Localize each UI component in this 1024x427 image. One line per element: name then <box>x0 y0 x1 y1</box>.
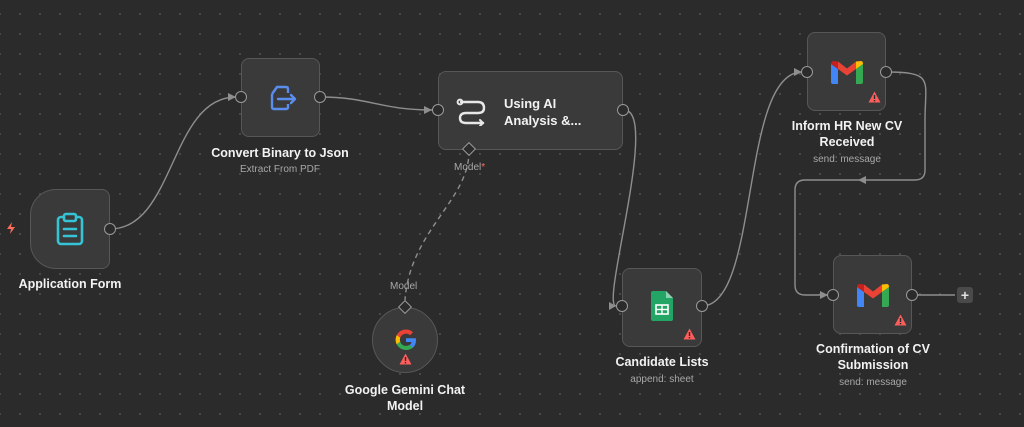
convert-binary-node[interactable] <box>241 58 320 137</box>
inform-hr-output-port[interactable] <box>880 66 892 78</box>
gemini-title-line1: Google Gemini Chat <box>344 383 466 397</box>
inform-hr-title-line1: Inform HR New CV <box>791 119 903 133</box>
warning-icon <box>683 328 696 340</box>
agent-route-icon <box>456 98 486 126</box>
ai-analysis-output-port[interactable] <box>617 104 629 116</box>
gmail-icon <box>857 284 889 307</box>
gemini-model-label: Model <box>390 281 418 292</box>
application-form-node[interactable] <box>30 189 110 269</box>
warning-icon <box>894 314 907 326</box>
file-export-icon <box>270 85 297 111</box>
edge-form-to-convert <box>109 96 237 230</box>
inform-hr-subtitle: send: message <box>813 154 881 165</box>
inform-hr-node[interactable] <box>807 32 886 111</box>
gmail-icon <box>831 61 863 84</box>
confirmation-node[interactable] <box>833 255 912 334</box>
convert-binary-output-port[interactable] <box>314 91 326 103</box>
candidate-lists-title: Candidate Lists <box>615 355 709 369</box>
candidate-lists-input-port[interactable] <box>616 300 628 312</box>
google-sheets-icon <box>651 291 673 321</box>
convert-binary-subtitle: Extract From PDF <box>239 164 320 175</box>
ai-analysis-model-label: Model* <box>454 162 485 173</box>
warning-icon <box>399 353 412 365</box>
convert-binary-title: Convert Binary to Json <box>211 146 349 160</box>
confirmation-subtitle: send: message <box>839 377 907 388</box>
model-label-text: Model <box>454 162 482 173</box>
application-form-output-port[interactable] <box>104 223 116 235</box>
lightning-icon <box>7 222 15 234</box>
application-form-title: Application Form <box>18 277 122 291</box>
candidate-lists-node[interactable] <box>622 268 702 347</box>
confirmation-output-port[interactable] <box>906 289 918 301</box>
confirmation-title-line1: Confirmation of CV <box>816 342 930 356</box>
candidate-lists-output-port[interactable] <box>696 300 708 312</box>
ai-analysis-title: Using AI Analysis &... <box>504 96 582 128</box>
confirmation-title-line2: Submission <box>837 358 909 372</box>
confirmation-input-port[interactable] <box>827 289 839 301</box>
add-node-button[interactable]: + <box>957 287 973 303</box>
ai-analysis-input-port[interactable] <box>432 104 444 116</box>
candidate-lists-subtitle: append: sheet <box>630 374 694 385</box>
gemini-node[interactable] <box>372 307 438 373</box>
inform-hr-input-port[interactable] <box>801 66 813 78</box>
edge-convert-to-ai <box>319 96 433 111</box>
google-g-icon <box>395 329 416 350</box>
ai-analysis-node[interactable]: Using AI Analysis &... <box>438 71 623 150</box>
gemini-title-line2: Model <box>386 399 424 413</box>
edge-sheets-to-inform <box>701 71 803 307</box>
inform-hr-title-line2: Received <box>819 135 875 149</box>
convert-binary-input-port[interactable] <box>235 91 247 103</box>
required-asterisk: * <box>481 162 486 173</box>
clipboard-icon <box>56 212 84 246</box>
warning-icon <box>868 91 881 103</box>
